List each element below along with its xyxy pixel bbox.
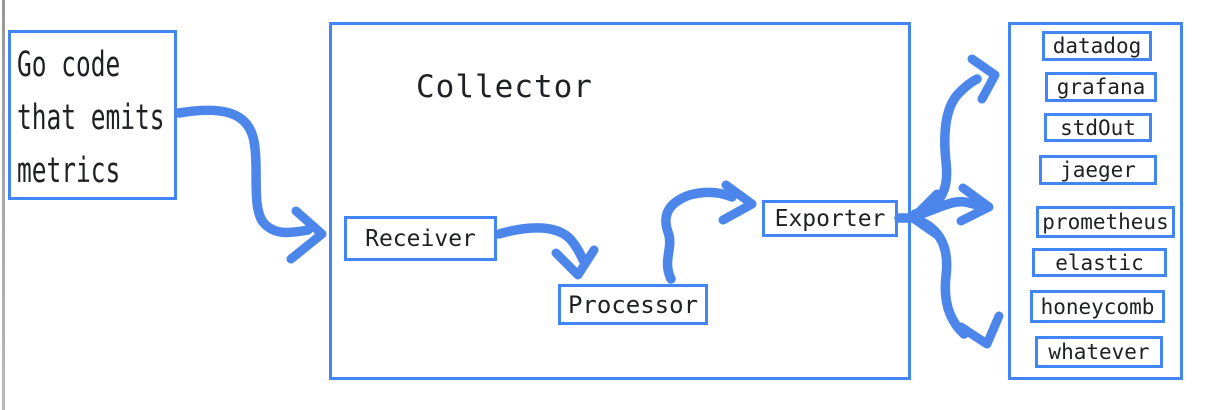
- arrow-body: [910, 214, 969, 339]
- destination-label: grafana: [1056, 75, 1146, 99]
- arrow-head: [956, 183, 994, 226]
- destination-label: honeycomb: [1040, 294, 1155, 319]
- arrow-body: [174, 105, 313, 238]
- arrow-fanout-up: [910, 54, 1000, 219]
- destination-box-jaeger: jaeger: [1039, 155, 1157, 185]
- destination-box-stdout: stdOut: [1044, 113, 1152, 142]
- source-code-box: Go code that emits metrics: [8, 30, 177, 200]
- arrow-head: [956, 311, 1004, 349]
- processor-box: Processor: [558, 284, 708, 325]
- destination-box-honeycomb: honeycomb: [1030, 290, 1165, 323]
- destination-box-datadog: datadog: [1042, 31, 1152, 61]
- destination-label: stdOut: [1060, 115, 1136, 140]
- receiver-label: Receiver: [365, 225, 476, 252]
- destination-box-grafana: grafana: [1045, 72, 1157, 102]
- destination-label: prometheus: [1042, 210, 1169, 234]
- arrow-body: [910, 197, 985, 221]
- arrow-head-left: [908, 189, 942, 239]
- receiver-box: Receiver: [344, 216, 497, 261]
- destination-box-whatever: whatever: [1035, 336, 1163, 368]
- arrow-body: [910, 74, 982, 219]
- arrow-fanout-down: [910, 214, 1004, 349]
- exporter-box: Exporter: [762, 200, 898, 237]
- processor-label: Processor: [567, 290, 699, 319]
- arrow-source-to-receiver: [174, 105, 327, 264]
- destination-label: whatever: [1048, 340, 1150, 364]
- source-box-line: Go code: [17, 45, 121, 85]
- destination-box-prometheus: prometheus: [1036, 206, 1175, 238]
- destination-label: jaeger: [1060, 158, 1136, 182]
- destination-box-elastic: elastic: [1032, 248, 1167, 277]
- arrow-head: [286, 206, 327, 264]
- destination-label: elastic: [1055, 250, 1144, 275]
- destination-label: datadog: [1052, 34, 1142, 58]
- window-edge-line: [2, 0, 5, 410]
- exporter-label: Exporter: [774, 205, 886, 232]
- collector-title: Collector: [416, 69, 593, 105]
- arrow-head: [967, 54, 1000, 104]
- source-box-line: that emits: [17, 98, 165, 138]
- source-box-line: metrics: [17, 151, 121, 191]
- arrow-fanout-middle: [910, 183, 994, 226]
